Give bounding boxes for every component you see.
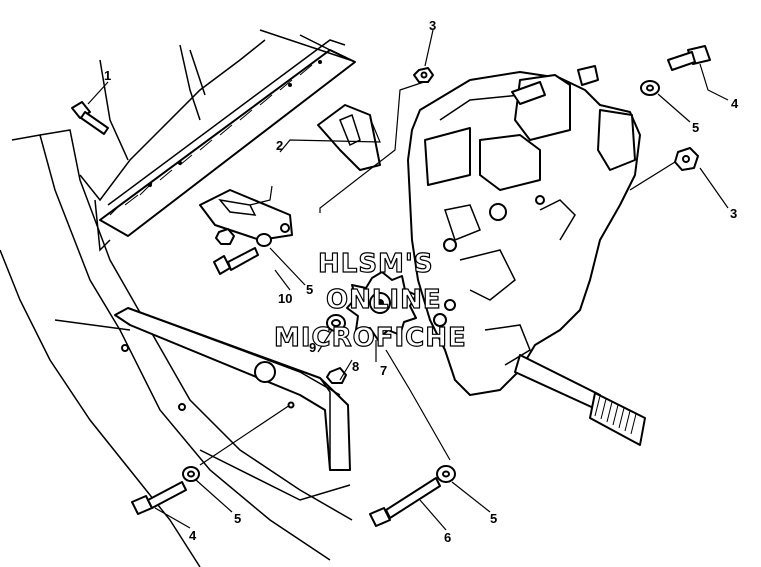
callout-7: 7 [380,363,387,378]
callout-10: 10 [278,291,292,306]
callout-9: 9 [309,340,316,355]
transmission-housing [407,65,641,396]
callout-1: 1 [104,68,111,83]
callout-6: 6 [444,530,451,545]
washer-8 [326,314,346,332]
washer-5-lower-right [436,465,456,483]
washer-5-upper [640,80,660,96]
bolt-1 [71,101,109,135]
upper-channel-bracket [99,29,356,237]
bolt-10 [213,247,259,275]
mounting-bracket [199,104,381,241]
bolt-4-lower [131,481,187,515]
nut-9 [326,367,347,384]
callout-4-upper: 4 [731,96,739,111]
callout-3-right: 3 [730,206,737,221]
callout-5-middle: 5 [306,282,313,297]
nut-3-upper [413,67,434,83]
sprocket [346,271,417,341]
watermark-line-3: MICROFICHE [274,323,467,353]
washer-5-lower-left [182,466,200,482]
frame-rail [0,39,353,567]
bolt-6 [369,477,441,527]
callout-2: 2 [276,138,283,153]
nut-3-right [674,147,699,171]
callout-5-upper: 5 [692,120,699,135]
callout-4-lower: 4 [189,528,197,543]
callout-8: 8 [352,359,359,374]
nut-upper-bracket [215,228,235,245]
callout-5-lower-right: 5 [490,511,497,526]
bolt-4-upper [667,45,711,71]
watermark-line-1: HLSM'S [318,249,434,279]
output-shaft [514,354,646,446]
washer-5-middle [256,233,272,247]
watermark-line-2: ONLINE [326,285,442,315]
callout-5-lower-left: 5 [234,511,241,526]
leader-lines [87,29,729,531]
callout-3-upper: 3 [429,18,436,33]
side-plate [54,307,351,501]
